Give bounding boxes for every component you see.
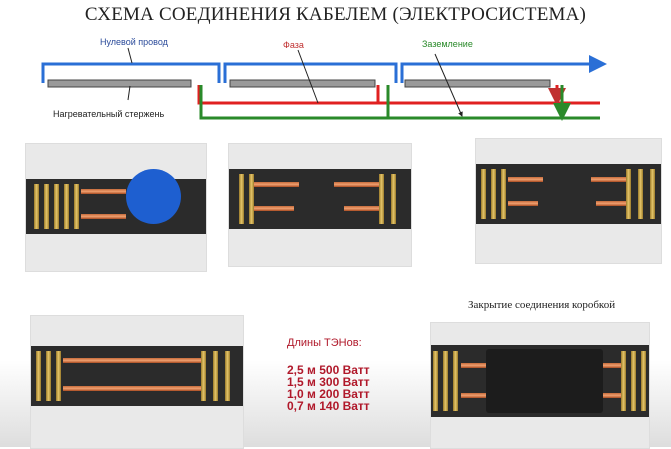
photo-rods-apart bbox=[228, 143, 412, 267]
length-item: 1,5 м 300 Ватт bbox=[287, 375, 370, 389]
heating-rods bbox=[47, 79, 551, 88]
ground-label: Заземление bbox=[422, 39, 473, 49]
phase-label: Фаза bbox=[283, 40, 304, 50]
photo-rods-wired bbox=[475, 138, 662, 264]
photo-closed-box bbox=[430, 322, 650, 449]
lengths-heading: Длины ТЭНов: bbox=[287, 337, 362, 349]
heating-rod-label: Нагревательный стержень bbox=[53, 109, 165, 119]
neutral-wire-label: Нулевой провод bbox=[100, 37, 168, 47]
photo-rods-connected bbox=[30, 315, 244, 449]
neutral-wire bbox=[41, 64, 604, 83]
cover-box bbox=[486, 349, 603, 413]
lengths-list: 2,5 м 500 Ватт 1,5 м 300 Ватт 1,0 м 200 … bbox=[287, 364, 370, 412]
phase-wire bbox=[197, 85, 600, 103]
photo-junction-box bbox=[25, 143, 207, 272]
wiring-diagram bbox=[41, 30, 671, 130]
length-item: 0,7 м 140 Ватт bbox=[287, 399, 370, 413]
ground-wire bbox=[199, 85, 600, 118]
length-item: 1,0 м 200 Ватт bbox=[287, 387, 370, 401]
page-title: СХЕМА СОЕДИНЕНИЯ КАБЕЛЕМ (ЭЛЕКТРОСИСТЕМА… bbox=[84, 4, 587, 25]
junction-box-icon bbox=[126, 169, 181, 224]
length-item: 2,5 м 500 Ватт bbox=[287, 363, 370, 377]
box-caption: Закрытие соединения коробкой bbox=[468, 299, 616, 311]
